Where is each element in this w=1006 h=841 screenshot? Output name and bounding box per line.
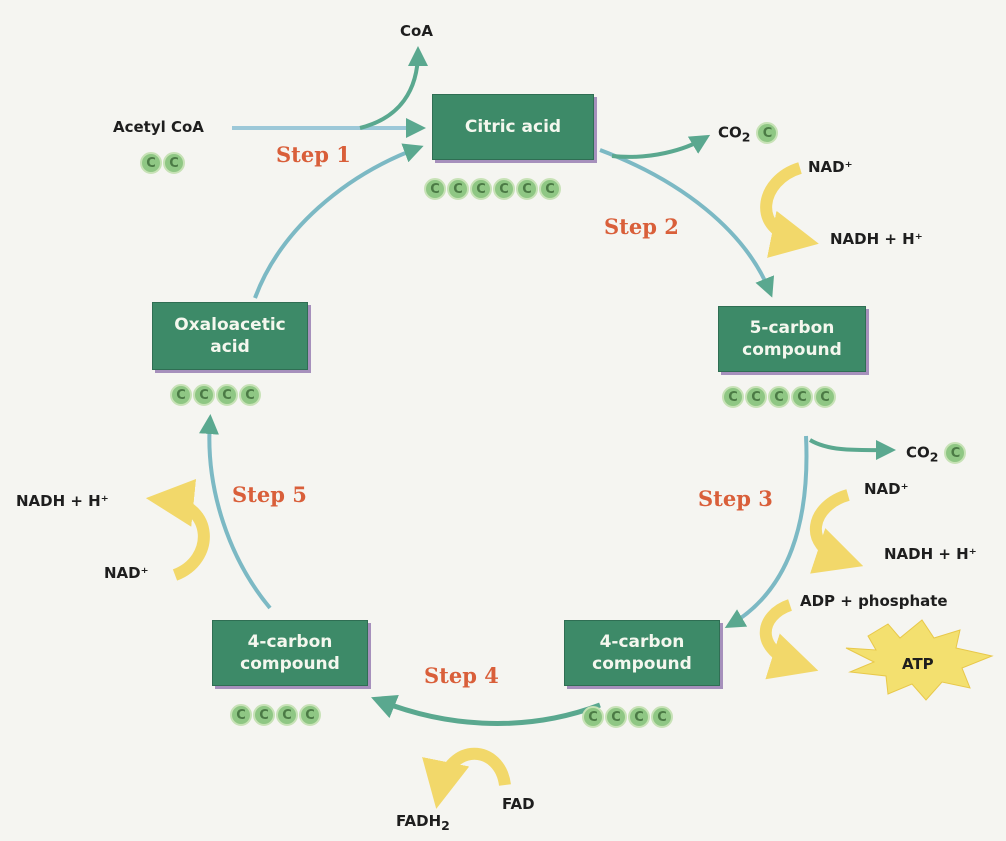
co2-subscript: 2 [929,449,939,465]
acetyl-coa-label: Acetyl CoA [113,118,204,136]
nad-arc-step3 [810,489,864,574]
four-carbon-right-box: 4-carbon compound [564,620,720,686]
oxaloacetic-acid-box: Oxaloacetic acid [152,302,308,370]
step-4-label: Step 4 [424,663,499,688]
step3-arrow [724,435,809,629]
step5-arrow [199,414,272,610]
carbon-atom: C [605,706,627,728]
carbon-atom: C [722,386,744,408]
step2-arrow [599,148,775,298]
carbon-atom: C [170,384,192,406]
carbon-atom: C [791,386,813,408]
nadh-step2-label: NADH + H⁺ [830,230,923,248]
citric-acid-box: Citric acid [432,94,594,160]
carbon-atom: C [944,442,967,464]
carbon-atom: C [493,178,515,200]
carbon-atom: C [276,704,298,726]
co2-text: CO [718,123,742,142]
carbon-atom: C [539,178,561,200]
fadh-text: FADH [396,812,442,830]
nad-step2-label: NAD⁺ [808,158,853,176]
five-carbon-box: 5-carbon compound [718,306,866,372]
nad-arc-step5 [145,479,210,581]
carbon-atom: C [239,384,261,406]
acetyl-coa-carbons: C C [140,152,185,174]
nad-step3-label: NAD⁺ [864,480,909,498]
carbon-atom: C [814,386,836,408]
atp-label: ATP [902,655,934,673]
carbon-atom: C [193,384,215,406]
step-5-label: Step 5 [232,482,307,507]
oxaloacetic-carbons: C C C C [170,384,261,406]
step-2-label: Step 2 [604,214,679,239]
four-carbon-left-box: 4-carbon compound [212,620,368,686]
nadh-step5-label: NADH + H⁺ [16,492,109,510]
co2-step3-arrow [808,438,896,461]
five-carbon-carbons: C C C C C [722,386,836,408]
four-carbon-right-carbons: C C C C [582,706,673,728]
carbon-atom: C [651,706,673,728]
carbon-atom: C [424,178,446,200]
carbon-atom: C [253,704,275,726]
carbon-atom: C [768,386,790,408]
nad-arc-step2 [760,162,819,258]
fadh2-label: FADH2 [396,812,450,833]
carbon-atom: C [582,706,604,728]
coa-out-arrow [359,46,428,130]
fadh2-subscript: 2 [441,818,450,833]
co2-subscript: 2 [741,129,751,145]
carbon-atom: C [628,706,650,728]
co2-text: CO [906,443,930,462]
atp-arc [759,599,819,680]
carbon-atom: C [756,122,779,144]
four-carbon-left-carbons: C C C C [230,704,321,726]
carbon-atom: C [299,704,321,726]
fad-label: FAD [502,795,535,813]
step-3-label: Step 3 [698,486,773,511]
nad-step5-label: NAD⁺ [104,564,149,582]
step4-arrow [371,694,601,726]
carbon-atom: C [216,384,238,406]
carbon-atom: C [470,178,492,200]
carbon-atom: C [745,386,767,408]
co2-step2-arrow [611,134,711,159]
carbon-atom: C [140,152,162,174]
nadh-step3-label: NADH + H⁺ [884,545,977,563]
atp-starburst [845,619,994,701]
carbon-atom: C [516,178,538,200]
step-1-label: Step 1 [276,142,351,167]
fad-arc [422,747,511,809]
carbon-atom: C [447,178,469,200]
adp-phosphate-label: ADP + phosphate [800,592,948,610]
citric-acid-carbons: C C C C C C [424,178,561,200]
step1-arrow [253,143,424,299]
carbon-atom: C [163,152,185,174]
carbon-atom: C [230,704,252,726]
coa-label: CoA [400,22,433,40]
